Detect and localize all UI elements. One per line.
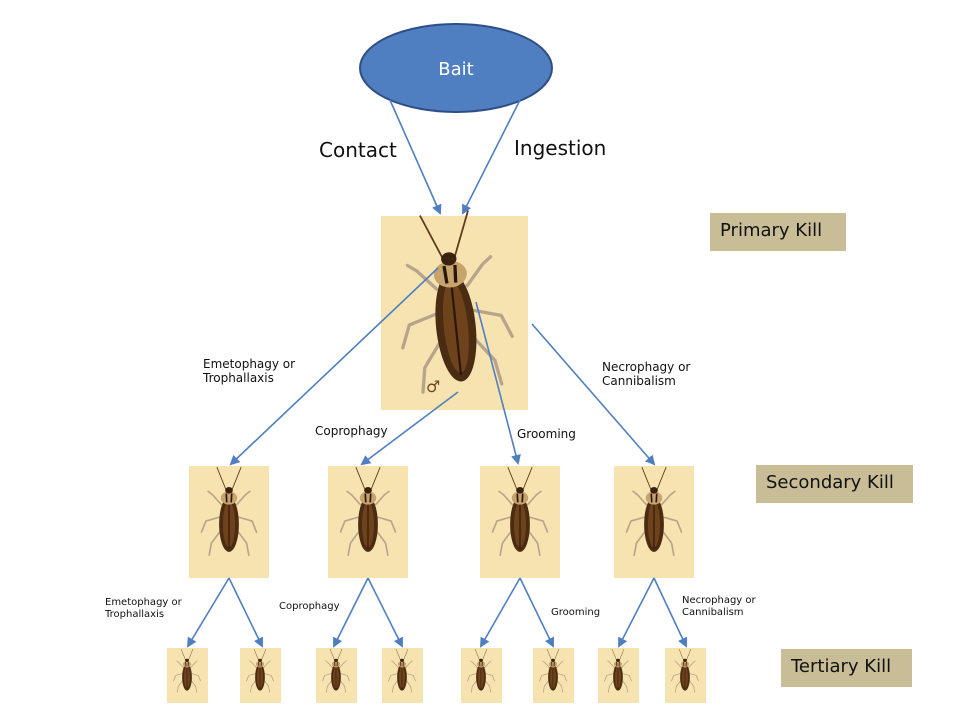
- emetophagy-label-line: Emetophagy or: [203, 357, 296, 371]
- tertiary-emetophagy-label-line: Trophallaxis: [105, 609, 165, 620]
- tertiary-roach-card: [665, 648, 706, 703]
- primary-roach-card: ♂: [381, 205, 528, 410]
- necrophagy-label: Necrophagy or Cannibalism: [602, 360, 690, 389]
- tertiary-roach-card: [598, 648, 639, 703]
- tertiary-roach-card: [461, 648, 502, 703]
- tertiary-arrow: [228, 577, 264, 648]
- tertiary-kill-label: Tertiary Kill: [781, 649, 912, 687]
- tertiary-emetophagy-label-line: Emetophagy or: [105, 597, 182, 608]
- emetophagy-arrow: [229, 267, 439, 466]
- necrophagy-label-line: Necrophagy or: [602, 360, 691, 374]
- tertiary-necrophagy-label-line: Cannibalism: [682, 607, 744, 618]
- tertiary-emetophagy-label: Emetophagy or Trophallaxis: [105, 597, 182, 621]
- tertiary-roach-card: [533, 648, 574, 703]
- ingestion-label: Ingestion: [514, 136, 607, 160]
- tertiary-necrophagy-label: Necrophagy or Cannibalism: [682, 595, 756, 619]
- primary-kill-label: Primary Kill: [710, 213, 846, 251]
- secondary-roach-card: [480, 466, 560, 578]
- coprophagy-label: Coprophagy: [315, 424, 388, 438]
- tertiary-coprophagy-label: Coprophagy: [279, 601, 340, 612]
- male-symbol: ♂: [426, 377, 440, 396]
- tertiary-roach-card: [382, 648, 423, 703]
- bait-label: Bait: [438, 59, 473, 80]
- grooming-label: Grooming: [517, 427, 576, 441]
- tertiary-roach-card: [316, 648, 357, 703]
- necrophagy-label-line: Cannibalism: [602, 374, 676, 389]
- necrophagy-arrow: [531, 323, 656, 466]
- tertiary-arrow: [367, 577, 403, 648]
- tertiary-grooming-label: Grooming: [551, 607, 601, 618]
- bait-node: [359, 23, 553, 113]
- tertiary-arrow: [186, 577, 230, 648]
- coprophagy-arrow: [360, 391, 459, 466]
- contact-arrow: [389, 99, 442, 215]
- tertiary-arrow: [519, 577, 555, 648]
- tertiary-arrow: [653, 577, 688, 648]
- tertiary-arrow: [333, 577, 369, 648]
- tertiary-arrow: [480, 577, 521, 648]
- secondary-kill-label: Secondary Kill: [756, 465, 913, 503]
- ingestion-arrow: [462, 99, 521, 215]
- secondary-roach-card: [614, 466, 694, 578]
- grooming-arrow: [475, 301, 521, 465]
- tertiary-arrow: [618, 577, 655, 648]
- emetophagy-label: Emetophagy or Trophallaxis: [203, 357, 295, 386]
- secondary-roach-card: [189, 466, 269, 578]
- emetophagy-label-line: Trophallaxis: [203, 371, 274, 386]
- contact-label: Contact: [319, 138, 397, 162]
- secondary-roach-card: [328, 466, 408, 578]
- tertiary-roach-card: [240, 648, 281, 703]
- tertiary-roach-card: [167, 648, 208, 703]
- tertiary-necrophagy-label-line: Necrophagy or: [682, 595, 756, 606]
